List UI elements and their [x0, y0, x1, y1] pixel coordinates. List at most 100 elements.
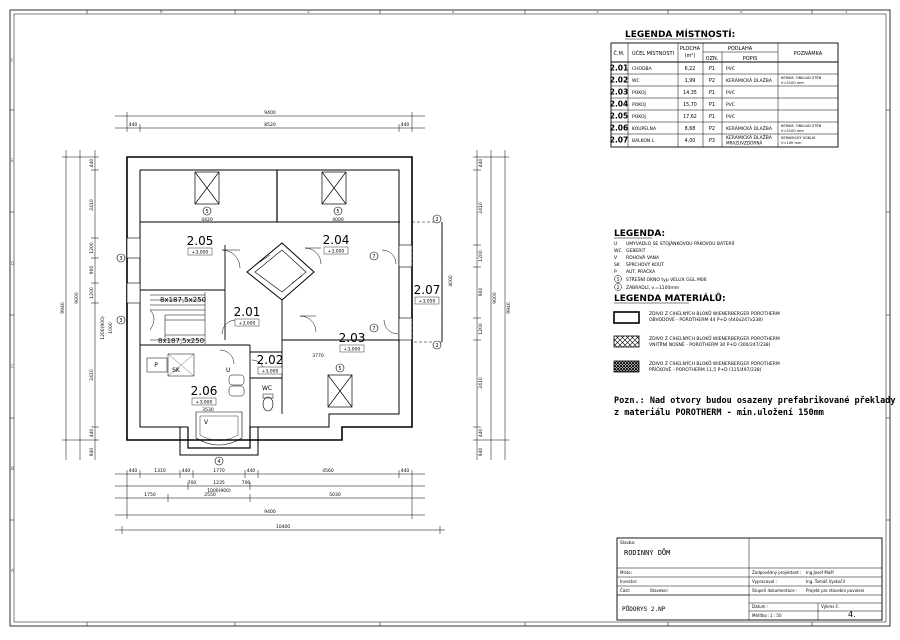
room-table-cell: WC	[632, 78, 640, 84]
svg-text:4420: 4420	[201, 217, 213, 223]
svg-text:Výkres č.: Výkres č.	[821, 604, 839, 609]
right-dimension-texts: 440 2410 1200 900 1200 2410 440 9000 994…	[448, 159, 512, 457]
grid-label-side: A	[11, 568, 14, 573]
marker-3: 3	[116, 253, 126, 263]
material-swatch-partition	[613, 360, 640, 373]
svg-text:+3,000: +3,000	[239, 321, 256, 327]
bathroom-bay	[187, 427, 251, 449]
svg-text:2410: 2410	[478, 202, 484, 214]
svg-text:7: 7	[372, 326, 375, 332]
washbasin	[228, 374, 245, 386]
svg-text:4000: 4000	[448, 275, 454, 287]
svg-text:STŘEŠNÍ OKNO typ VELUX GGL M06: STŘEŠNÍ OKNO typ VELUX GGL M06	[626, 275, 707, 283]
svg-text:9000: 9000	[492, 292, 498, 304]
svg-text:10400: 10400	[276, 524, 290, 530]
marker-2: 2	[432, 340, 442, 350]
room-table-cell: 2.06	[610, 124, 629, 133]
svg-text:3770: 3770	[312, 353, 324, 359]
svg-text:POPIS: POPIS	[743, 56, 758, 62]
svg-text:940: 940	[478, 448, 484, 457]
marker-7: 7	[369, 251, 379, 261]
room-table-cell: 4,00	[685, 138, 696, 144]
svg-text:1000: 1000	[108, 322, 114, 334]
grid-label-top: 4	[452, 9, 455, 14]
room-table-cell: P3	[709, 138, 715, 144]
stairs	[149, 292, 206, 344]
room-table-cell: 1,99	[685, 78, 696, 84]
washbasin	[228, 385, 245, 397]
svg-text:ZÁBRADLÍ, v.=1100mm: ZÁBRADLÍ, v.=1100mm	[626, 284, 679, 291]
svg-text:1 : 50: 1 : 50	[770, 613, 782, 618]
svg-text:OZN.: OZN.	[706, 56, 719, 62]
bathtub	[195, 411, 243, 446]
top-dimension-lines	[115, 112, 425, 132]
svg-text:1200: 1200	[89, 287, 95, 299]
room-table-cell: PVC	[726, 90, 735, 96]
fixture-wc: WC	[262, 385, 272, 392]
svg-text:9400: 9400	[264, 509, 276, 515]
marker-4: 4	[214, 456, 224, 466]
construction-note: Pozn.: Nad otvory budou osazeny prefabri…	[614, 395, 895, 418]
svg-text:2.03: 2.03	[339, 331, 366, 345]
grid-label-top: 3	[596, 9, 599, 14]
svg-text:P: P	[614, 269, 617, 275]
door-swings	[219, 247, 399, 373]
chimney-core	[246, 242, 315, 301]
svg-text:2.07: 2.07	[414, 283, 441, 297]
svg-text:1770: 1770	[213, 468, 225, 474]
svg-text:7: 7	[372, 254, 375, 260]
svg-text:9940: 9940	[506, 302, 512, 314]
svg-text:+3,000: +3,000	[344, 347, 361, 353]
svg-text:3: 3	[119, 256, 122, 262]
svg-text:Místo:: Místo:	[620, 570, 632, 575]
balcony-door	[398, 244, 413, 268]
fixture-v: V	[204, 419, 209, 426]
dim-top: 440	[129, 122, 138, 128]
svg-text:5030: 5030	[329, 492, 341, 498]
bottom-dimension-lines	[115, 470, 445, 534]
room-table-cell: V=100 mm	[781, 141, 802, 145]
svg-text:4560: 4560	[322, 468, 334, 474]
marker-5: 5	[335, 363, 345, 373]
svg-text:Stavba:: Stavba:	[620, 540, 635, 545]
room-table-cell: 15,70	[683, 102, 697, 108]
dim-top: 8520	[264, 122, 276, 128]
svg-text:Pozn.: Nad otvory budou osazen: Pozn.: Nad otvory budou osazeny prefabri…	[614, 395, 895, 406]
room-table-cell: P2	[709, 126, 715, 132]
room-table-cell: KOUPELNA	[632, 126, 657, 132]
svg-text:ZDIVO Z CIHELNÝCH BLOKŮ WIENER: ZDIVO Z CIHELNÝCH BLOKŮ WIENERBERGER POR…	[649, 360, 780, 367]
svg-text:U: U	[614, 241, 617, 247]
room-legend: LEGENDA MÍSTNOSTÍ: Č.M. ÚČEL MÍSTNOSTI P…	[610, 28, 839, 148]
materials-legend: LEGENDA MATERIÁLŮ: ZDIVO Z CIHELNÝCH BLO…	[613, 292, 780, 373]
svg-text:WC: WC	[614, 248, 622, 254]
room-label-2-04: 2.04 +3,000	[323, 233, 350, 255]
svg-text:Vypracoval :: Vypracoval :	[752, 579, 777, 584]
grid-label-top: 2	[740, 9, 743, 14]
svg-text:ÚČEL MÍSTNOSTI: ÚČEL MÍSTNOSTI	[632, 50, 674, 57]
grid-labels: 6 5 4 3 2 1 F E D C B A	[11, 9, 848, 573]
toilet	[262, 396, 274, 412]
room-table-cell: KERAMICKÁ DLAŽBA	[726, 133, 773, 141]
svg-text:(m²): (m²)	[685, 53, 696, 59]
svg-text:+3,000: +3,000	[328, 249, 345, 255]
svg-text:2.01: 2.01	[234, 305, 261, 319]
fixture-u: U	[226, 367, 230, 374]
skylight	[194, 171, 220, 205]
room-table-cell: V=2100 mm	[781, 129, 804, 133]
svg-text:V: V	[614, 255, 618, 261]
left-dimension-lines	[62, 150, 99, 460]
svg-text:440: 440	[89, 159, 95, 168]
left-dimension-texts: 440 2410 1200 900 1200 2410 440 9000 994…	[60, 159, 114, 457]
svg-text:Měřítko :: Měřítko :	[752, 613, 769, 618]
svg-text:Ing.Josef Mašf: Ing.Josef Mašf	[806, 570, 834, 575]
room-legend-title: LEGENDA MÍSTNOSTÍ:	[625, 28, 735, 40]
room-table-cell: POKOJ	[632, 102, 646, 108]
grid-label-side: B	[11, 466, 14, 471]
room-table-cell: KERAMICKÝ SOKLÍK	[781, 135, 816, 140]
svg-text:Ing. Tomáš Vyskočil: Ing. Tomáš Vyskočil	[806, 579, 845, 584]
room-label-2-03: 2.03 +3,000	[339, 331, 366, 353]
svg-text:PŘÍČKOVÉ - POROTHERM 11,5 P+D: PŘÍČKOVÉ - POROTHERM 11,5 P+D (115/497/2…	[649, 365, 762, 373]
svg-text:440: 440	[247, 468, 256, 474]
